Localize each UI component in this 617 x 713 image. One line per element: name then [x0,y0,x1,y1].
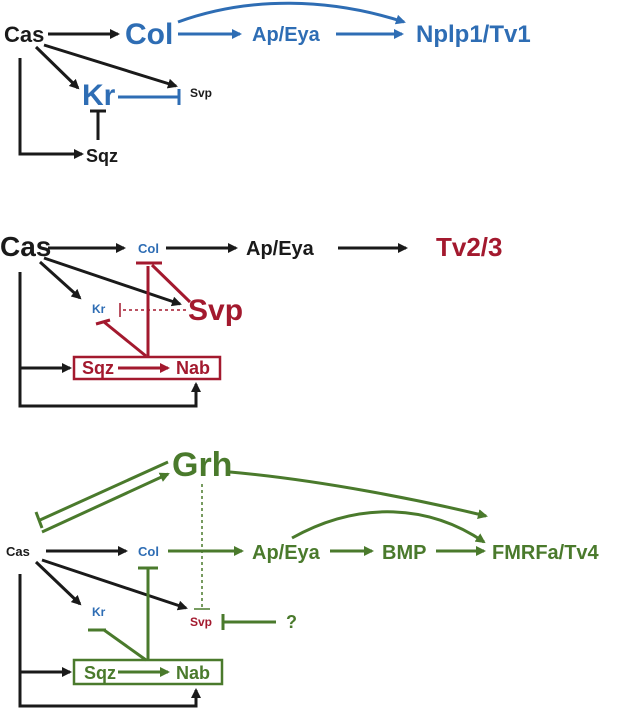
arrow-cas-svp [43,256,182,307]
nab-label: Nab [176,663,210,683]
sqz-label: Sqz [84,663,116,683]
kr-label: Kr [92,302,106,316]
sqz-label: Sqz [82,358,114,378]
svp-label: Svp [190,615,212,629]
arrow-cas-nab [18,672,201,708]
repress-sqz-kr [103,320,147,358]
arrow-cas-nab [18,368,201,408]
ap-eya-label: Ap/Eya [252,24,321,46]
arrow-cas-sqz [18,58,84,159]
cas-label: Cas [6,544,30,559]
arrow-cas-kr [34,560,82,606]
ap-eya-label: Ap/Eya [246,238,315,260]
target-label: Nplp1/Tv1 [416,21,531,48]
repress-grh-cas [39,460,169,522]
grh-label: Grh [172,446,232,484]
target-label: Tv2/3 [436,232,503,262]
arrow-cas-kr [38,260,82,300]
repress-sqz-kr-bar [95,318,111,326]
repress-svp-col [150,263,192,304]
target-label: FMRFa/Tv4 [492,542,600,564]
svp-label: Svp [190,86,212,100]
arrow-cas-kr [34,45,80,90]
arrow-col-target-curve [177,1,406,25]
unknown-label: ? [286,612,297,632]
kr-label: Kr [82,79,116,112]
col-label: Col [138,544,159,559]
cas-label: Cas [4,22,44,47]
arrow-apeya-target-curve [291,510,486,544]
sqz-nab-box [72,355,222,381]
arrow-cas-box [18,272,72,373]
arrow-cas-svp [41,558,188,611]
kr-label: Kr [92,605,106,619]
svp-label: Svp [188,294,243,327]
panel-1: Cas Col Ap/Eya Nplp1/Tv1 Kr Svp Sqz [4,1,531,166]
cas-label: Cas [0,231,51,262]
panel-2: Cas Col Ap/Eya Tv2/3 Kr Svp Sqz Nab [0,231,503,408]
sqz-label: Sqz [86,146,118,166]
repress-grh-cas-bar [34,511,44,529]
repress-sqz-kr [103,628,147,662]
col-label: Col [125,18,173,51]
arrow-cas-grh [41,472,170,534]
arrow-grh-target [229,470,488,519]
arrow-cas-svp [43,43,178,89]
panel-3: Grh Cas Col Ap/Eya BMP FMRFa/Tv4 Kr Svp … [6,446,600,708]
sqz-nab-box [72,658,224,686]
nab-label: Nab [176,358,210,378]
ap-eya-label: Ap/Eya [252,542,321,564]
bmp-label: BMP [382,542,426,564]
col-label: Col [138,241,159,256]
